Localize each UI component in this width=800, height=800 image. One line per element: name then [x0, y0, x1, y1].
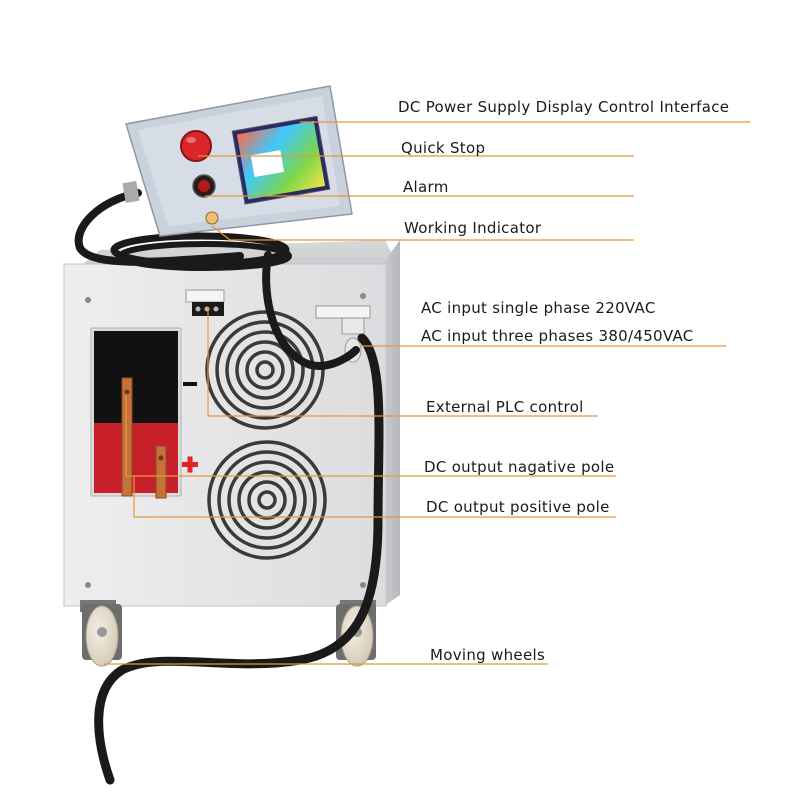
leader-lines — [104, 121, 750, 665]
cables — [74, 189, 384, 785]
leader-positive — [133, 476, 616, 518]
callout-negative-pole: DC output nagative pole — [424, 458, 615, 476]
chassis-side — [384, 240, 400, 606]
working-indicator-light — [205, 211, 219, 225]
plus-sign-mark — [182, 456, 198, 473]
leader-plc — [207, 308, 598, 417]
output-terminal-block — [90, 327, 182, 499]
callout-quick-stop: Quick Stop — [401, 139, 486, 157]
callout-moving-wheels: Moving wheels — [430, 646, 546, 664]
input-label-plate — [315, 305, 371, 319]
lcd-display — [231, 115, 331, 205]
lower-fan-grille — [207, 440, 327, 560]
positive-busbar — [155, 445, 167, 499]
callout-ac-single-phase: AC input single phase 220VAC — [421, 299, 656, 317]
leader-working — [211, 225, 634, 241]
negative-busbar — [121, 377, 133, 497]
callout-alarm: Alarm — [403, 178, 449, 196]
upper-fan-grille — [205, 310, 325, 430]
callout-external-plc: External PLC control — [426, 398, 584, 416]
leader-negative — [125, 394, 616, 477]
callout-display-interface: DC Power Supply Display Control Interfac… — [398, 98, 730, 116]
callout-ac-three-phase: AC input three phases 380/450VAC — [421, 327, 694, 345]
callout-working-indicator: Working Indicator — [404, 219, 542, 237]
quick-stop-button[interactable] — [180, 130, 212, 162]
left-wheel — [80, 600, 122, 667]
callout-positive-pole: DC output positive pole — [426, 498, 610, 516]
alarm-light — [192, 174, 216, 198]
minus-sign-mark — [183, 382, 197, 386]
negative-terminal-area — [94, 331, 178, 423]
